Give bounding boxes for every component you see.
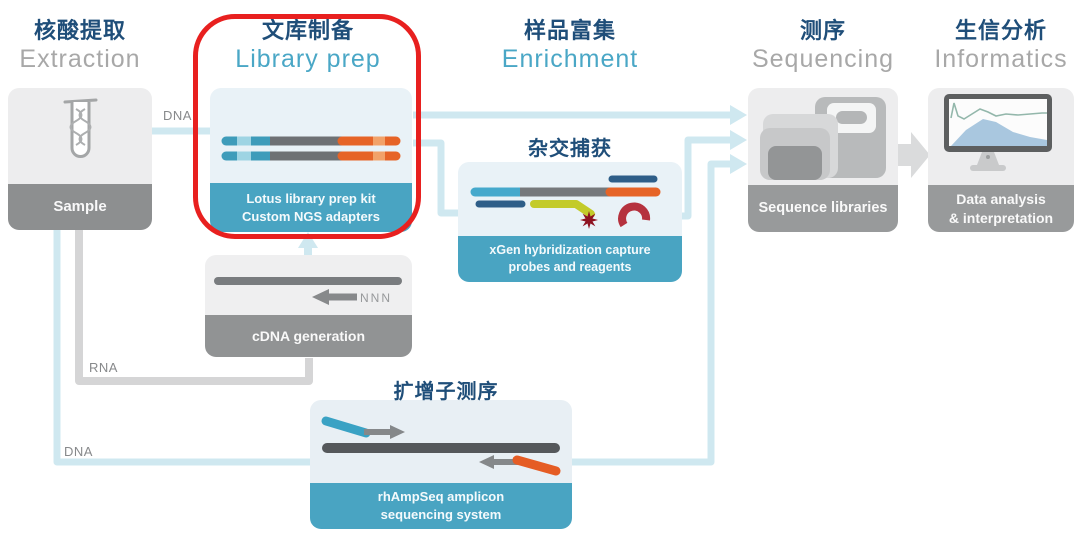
stage-title-zh: 样品富集 xyxy=(523,18,616,43)
stage-title-zh: 生信分析 xyxy=(954,18,1047,43)
stage-title-zh: 测序 xyxy=(799,18,846,43)
amplicon-card-body xyxy=(310,400,572,483)
stage-title-en: Library prep xyxy=(235,45,381,73)
informatics-card-body xyxy=(928,88,1074,185)
library-prep-card-body xyxy=(210,88,412,183)
informatics-caption-line2: & interpretation xyxy=(948,209,1054,226)
connector-dna-bottom xyxy=(53,160,730,466)
sequencing-card-body xyxy=(748,88,898,185)
dna-label-top: DNA xyxy=(163,108,192,123)
amplicon-caption-line2: sequencing system xyxy=(380,507,502,522)
library-prep-caption-line1: Lotus library prep kit xyxy=(246,190,376,206)
hybrid-capture-card-footer: xGen hybridization capture probes and re… xyxy=(458,236,682,282)
hybrid-capture-icon xyxy=(470,175,661,229)
connector-hybrid-to-sequencing xyxy=(682,136,730,220)
library-prep-caption-line2: Custom NGS adapters xyxy=(242,208,380,224)
cdna-caption: cDNA generation xyxy=(251,327,366,344)
cdna-strand-icon: NNN xyxy=(214,277,402,305)
sample-caption: Sample xyxy=(53,197,107,215)
stage-header-extraction: 核酸提取 Extraction xyxy=(0,18,160,73)
sequencing-caption: Sequence libraries xyxy=(758,199,888,216)
amplicon-card: rhAmpSeq amplicon sequencing system xyxy=(310,400,572,529)
cdna-nnn-label: NNN xyxy=(360,291,392,305)
stage-title-en: Informatics xyxy=(934,45,1068,73)
arrowhead-up-cdna xyxy=(298,232,318,248)
connector-rna xyxy=(75,228,313,385)
arrowhead-top xyxy=(730,105,747,125)
test-tube-icon xyxy=(63,98,98,158)
amplicon-card-footer: rhAmpSeq amplicon sequencing system xyxy=(310,483,572,529)
sequencing-to-informatics-arrow xyxy=(898,132,930,178)
library-prep-card: Lotus library prep kit Custom NGS adapte… xyxy=(210,88,412,232)
amplicon-seq-label: 扩增子测序 xyxy=(393,381,499,403)
hybrid-caption-line2: probes and reagents xyxy=(508,260,632,274)
stage-title-en: Sequencing xyxy=(751,45,895,73)
arrowhead-bottom xyxy=(730,154,747,174)
capture-bead-icon xyxy=(580,211,598,229)
stage-title-zh: 文库制备 xyxy=(261,18,354,43)
connector-libprep-to-hybrid xyxy=(413,139,458,217)
sample-card-footer: Sample xyxy=(8,184,152,230)
cdna-card-body: NNN xyxy=(205,255,412,315)
stage-title-en: Extraction xyxy=(19,45,141,73)
cdna-card-footer: cDNA generation xyxy=(205,315,412,357)
informatics-caption-line1: Data analysis xyxy=(956,190,1046,207)
stage-header-enrichment: 样品富集 Enrichment xyxy=(478,18,662,73)
hybrid-capture-card: xGen hybridization capture probes and re… xyxy=(458,162,682,282)
stage-header-library-prep: 文库制备 Library prep xyxy=(206,18,410,73)
stage-header-informatics: 生信分析 Informatics xyxy=(918,18,1080,73)
dna-label-bottom: DNA xyxy=(64,444,93,459)
dna-library-strands-icon xyxy=(221,136,401,161)
magnet-icon xyxy=(618,202,651,228)
informatics-card-footer: Data analysis & interpretation xyxy=(928,185,1074,232)
rna-label: RNA xyxy=(89,360,118,375)
stage-title-zh: 核酸提取 xyxy=(33,18,126,43)
sample-card: Sample xyxy=(8,88,152,230)
cdna-card: NNN cDNA generation xyxy=(205,255,412,357)
arrowhead-middle xyxy=(730,130,747,150)
stage-header-sequencing: 测序 Sequencing xyxy=(740,18,906,73)
informatics-card: Data analysis & interpretation xyxy=(928,88,1074,232)
monitor-chart-icon xyxy=(944,94,1052,171)
sample-card-body xyxy=(8,88,152,184)
sequencer-icon xyxy=(760,97,886,180)
hybrid-capture-label: 杂交捕获 xyxy=(528,138,612,160)
sequencing-card-footer: Sequence libraries xyxy=(748,185,898,232)
amplicon-caption-line1: rhAmpSeq amplicon xyxy=(377,489,505,505)
sequencing-card: Sequence libraries xyxy=(748,88,898,232)
library-prep-card-footer: Lotus library prep kit Custom NGS adapte… xyxy=(210,183,412,232)
hybrid-capture-card-body xyxy=(458,162,682,236)
hybrid-caption-line1: xGen hybridization capture xyxy=(489,243,651,258)
stage-title-en: Enrichment xyxy=(501,45,639,73)
amplicon-primers-icon xyxy=(321,416,561,476)
